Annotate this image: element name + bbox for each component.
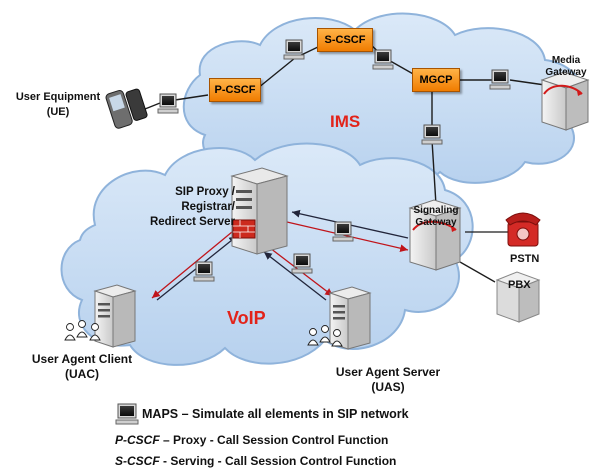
- maps-pc-icon: [332, 221, 354, 242]
- signaling-gateway-label-line: Gateway: [415, 217, 457, 228]
- maps-pc-icon: [193, 261, 215, 282]
- pcscf-node: P-CSCF: [209, 78, 261, 102]
- signaling-gateway-icon: [408, 199, 462, 271]
- ims-title: IMS: [330, 112, 361, 131]
- ims-links: [134, 43, 546, 206]
- legend-scscf: S-CSCF - Serving - Call Session Control …: [115, 454, 396, 468]
- legend-scscf-desc: - Serving - Call Session Control Functio…: [159, 454, 397, 468]
- uas-server-icon: [328, 286, 372, 350]
- uas-label-line: (UAS): [371, 380, 405, 394]
- users-icon: [64, 320, 101, 341]
- maps-pc-icon: [291, 253, 313, 274]
- users-icon: [307, 325, 343, 347]
- pbx-label: PBX: [508, 279, 531, 291]
- media-gateway-label-line: Gateway: [545, 67, 587, 78]
- mgcp-node: MGCP: [412, 68, 460, 92]
- uac-label: User Agent Client (UAC): [12, 352, 152, 382]
- voip-title: VoIP: [227, 308, 266, 328]
- pbx-icon: [495, 271, 541, 323]
- uac-server-icon: [93, 284, 137, 348]
- media-gateway-label-line: Media: [551, 55, 581, 66]
- maps-pc-icon: [372, 49, 394, 70]
- maps-pc-icon: [157, 93, 179, 114]
- mobile-phone-icon: [105, 88, 148, 129]
- uas-label: User Agent Server (UAS): [318, 365, 458, 395]
- sip-proxy-label: SIP Proxy / Registrar/ Redirect Server: [125, 185, 235, 230]
- user-equipment-label-line: User Equipment: [15, 91, 101, 103]
- user-equipment-label-line: (UE): [46, 106, 70, 118]
- maps-legend-pc-icon: [115, 403, 139, 425]
- maps-pc-icon: [489, 69, 511, 90]
- sip-proxy-server-icon: [230, 167, 289, 255]
- signaling-gateway-label: Signaling Gateway: [402, 205, 470, 229]
- sip-proxy-label-line: Registrar/: [181, 201, 235, 213]
- firewall-icon: [232, 219, 256, 239]
- uac-label-line: User Agent Client: [31, 352, 133, 366]
- legend-maps-desc: – Simulate all elements in SIP network: [178, 407, 409, 421]
- maps-pc-icon: [421, 124, 443, 145]
- phone-icon: [505, 212, 541, 247]
- signaling-gateway-label-line: Signaling: [413, 205, 459, 216]
- sip-proxy-label-line: Redirect Server: [149, 216, 235, 228]
- uas-label-line: User Agent Server: [335, 365, 441, 379]
- media-gateway-label: Media Gateway: [535, 55, 597, 79]
- legend-pcscf-desc: – Proxy - Call Session Control Function: [159, 433, 389, 447]
- sip-proxy-label-line: SIP Proxy /: [175, 186, 235, 198]
- voip-links: [151, 209, 508, 301]
- legend-scscf-abbr: S-CSCF: [115, 454, 160, 468]
- legend-pcscf: P-CSCF – Proxy - Call Session Control Fu…: [115, 433, 388, 447]
- legend-maps: MAPS – Simulate all elements in SIP netw…: [142, 407, 409, 421]
- legend-pcscf-abbr: P-CSCF: [115, 433, 160, 447]
- pstn-label: PSTN: [510, 253, 540, 265]
- maps-pc-icon: [283, 39, 305, 60]
- media-gateway-icon: [540, 71, 590, 131]
- user-equipment-label: User Equipment (UE): [8, 90, 108, 120]
- uac-label-line: (UAC): [65, 367, 99, 381]
- legend-maps-name: MAPS: [142, 407, 179, 421]
- scscf-node: S-CSCF: [317, 28, 373, 52]
